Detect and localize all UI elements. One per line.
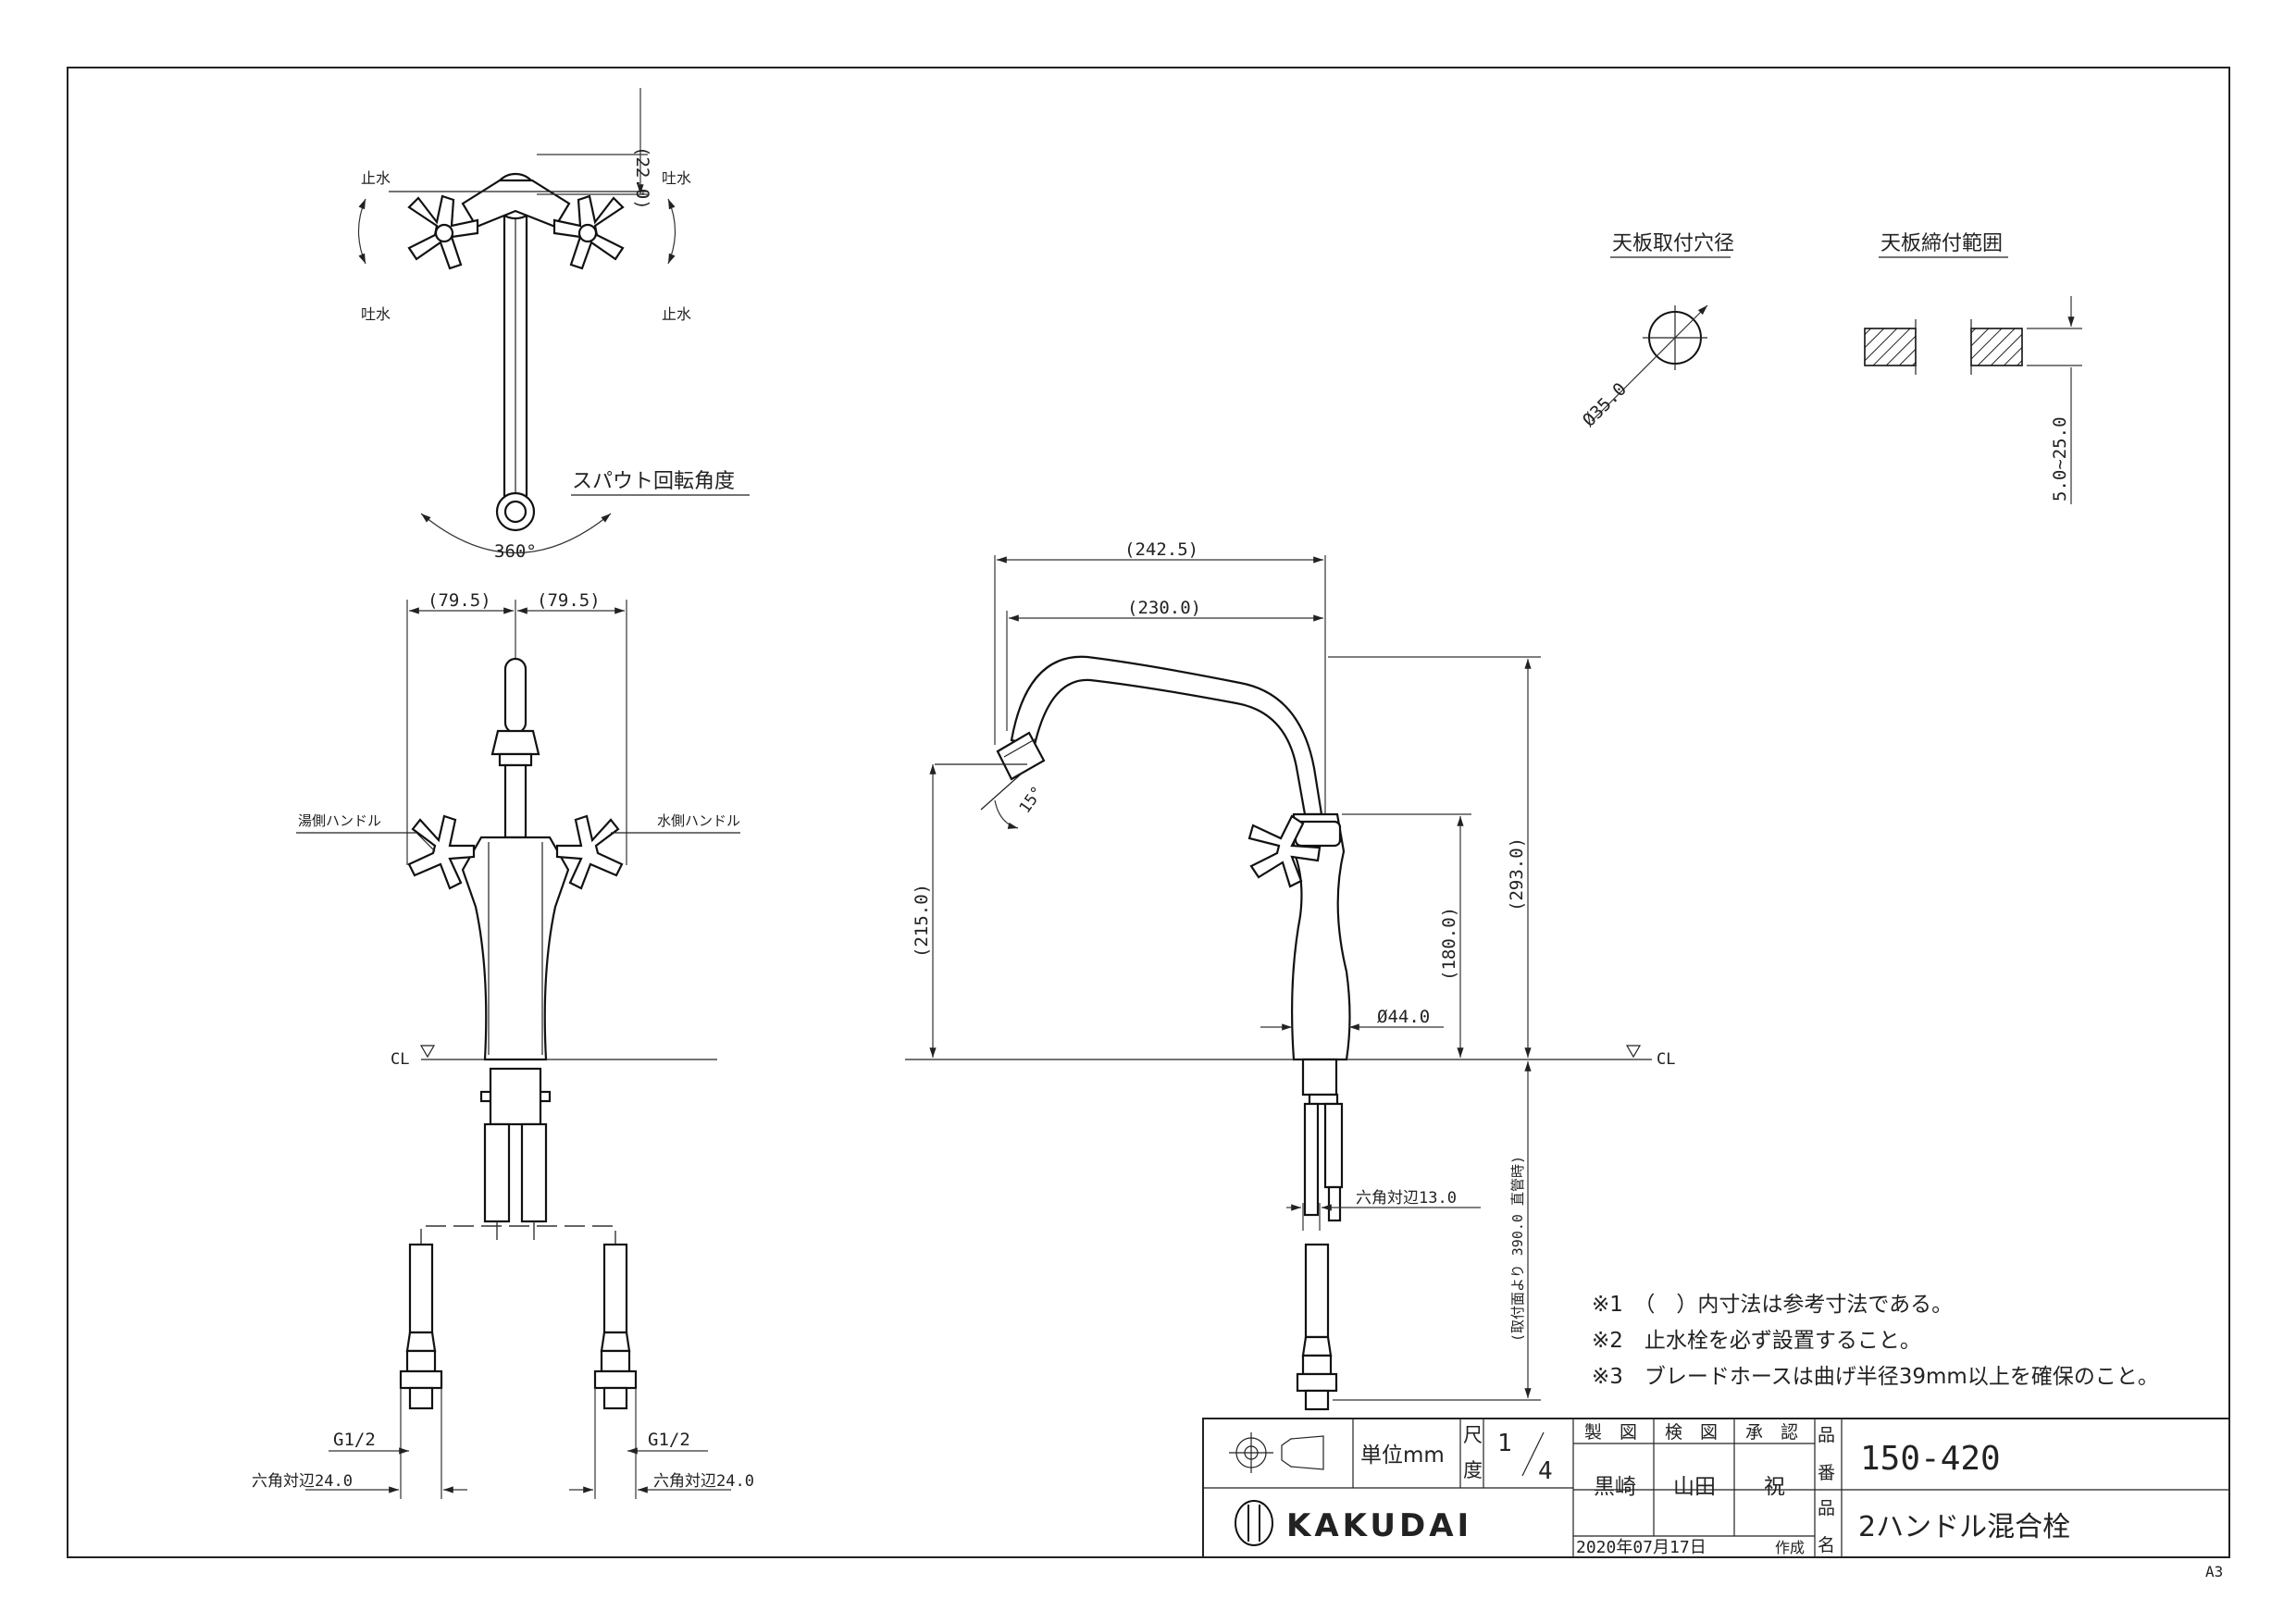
hole-diameter: Ø35.0 bbox=[1579, 379, 1631, 431]
scale-label-1: 尺 bbox=[1463, 1424, 1483, 1446]
hole-title: 天板取付穴径 bbox=[1612, 232, 1734, 255]
part-no-label-2: 番 bbox=[1818, 1463, 1835, 1483]
note-2: ※2 止水栓を必ず設置すること。 bbox=[1592, 1329, 1921, 1353]
name-label-1: 品 bbox=[1818, 1498, 1835, 1518]
note-1: ※1 （ ）内寸法は参考寸法である。 bbox=[1592, 1293, 1953, 1317]
top-spout-left-label: 吐水 bbox=[361, 305, 391, 323]
check-label: 検 図 bbox=[1665, 1422, 1718, 1443]
hole-detail bbox=[1591, 256, 1731, 422]
front-hex-left: 六角対辺24.0 bbox=[252, 1472, 353, 1491]
side-angle-15: 15° bbox=[1016, 783, 1048, 817]
front-cl-label: CL bbox=[391, 1050, 409, 1069]
title-block bbox=[1202, 1418, 2230, 1558]
made-label: 製 図 bbox=[1584, 1422, 1637, 1443]
paper-size: A3 bbox=[2205, 1563, 2223, 1580]
hot-handle-label: 湯側ハンドル bbox=[298, 812, 381, 829]
side-dim-215: (215.0) bbox=[912, 884, 932, 958]
side-dim-180: (180.0) bbox=[1439, 907, 1459, 981]
part-name: 2ハンドル混合栓 bbox=[1858, 1511, 2070, 1543]
side-view bbox=[905, 555, 1652, 1411]
name-label-2: 名 bbox=[1818, 1535, 1835, 1555]
scale-numerator: 1 bbox=[1497, 1430, 1512, 1457]
side-dim-2425: (242.5) bbox=[1124, 539, 1198, 560]
company-logo-text: KAKUDAI bbox=[1286, 1507, 1472, 1544]
front-view bbox=[296, 600, 740, 1499]
spout-rotation-label: スパウト回転角度 bbox=[572, 470, 735, 493]
side-dia-44: Ø44.0 bbox=[1377, 1007, 1430, 1027]
top-stop-left-label: 止水 bbox=[361, 169, 391, 187]
cold-handle-label: 水側ハンドル bbox=[657, 812, 740, 829]
side-dim-230: (230.0) bbox=[1127, 598, 1201, 618]
date: 2020年07月17日 bbox=[1576, 1538, 1706, 1557]
front-thread-right: G1/2 bbox=[648, 1430, 690, 1450]
unit-label: 単位mm bbox=[1360, 1443, 1445, 1468]
side-dim-293: (293.0) bbox=[1507, 837, 1527, 911]
part-number: 150-420 bbox=[1860, 1440, 2001, 1478]
side-hex-13: 六角対辺13.0 bbox=[1356, 1189, 1457, 1208]
range-detail bbox=[1864, 256, 2082, 504]
note-3: ※3 ブレードホースは曲げ半径39mm以上を確保のこと。 bbox=[1592, 1365, 2159, 1389]
top-stop-right-label: 止水 bbox=[662, 305, 691, 323]
range-title: 天板締付範囲 bbox=[1880, 232, 2003, 255]
side-cl-label: CL bbox=[1657, 1050, 1675, 1069]
spout-rotation-angle: 360° bbox=[494, 541, 537, 562]
front-thread-left: G1/2 bbox=[333, 1430, 376, 1450]
front-dim-left: (79.5) bbox=[428, 590, 491, 611]
side-dim-390: (取付面より 390.0 直管時) bbox=[1509, 1156, 1526, 1342]
drawing-frame bbox=[67, 67, 2230, 1558]
front-hex-right: 六角対辺24.0 bbox=[653, 1472, 754, 1491]
made-by: 黒崎 bbox=[1594, 1475, 1636, 1499]
part-no-label-1: 品 bbox=[1818, 1425, 1835, 1445]
checked-by: 山田 bbox=[1673, 1475, 1716, 1499]
scale-denominator: 4 bbox=[1538, 1457, 1553, 1485]
scale-label-2: 度 bbox=[1463, 1459, 1483, 1481]
approved-by: 祝 bbox=[1764, 1475, 1785, 1499]
approve-label: 承 認 bbox=[1745, 1422, 1798, 1443]
top-spout-right-label: 吐水 bbox=[662, 169, 691, 187]
front-dim-right: (79.5) bbox=[537, 590, 601, 611]
top-view bbox=[357, 88, 750, 554]
range-dimension: 5.0~25.0 bbox=[2050, 416, 2070, 502]
date-suffix: 作成 bbox=[1775, 1539, 1805, 1556]
top-dim-22: (22.0) bbox=[632, 146, 652, 210]
